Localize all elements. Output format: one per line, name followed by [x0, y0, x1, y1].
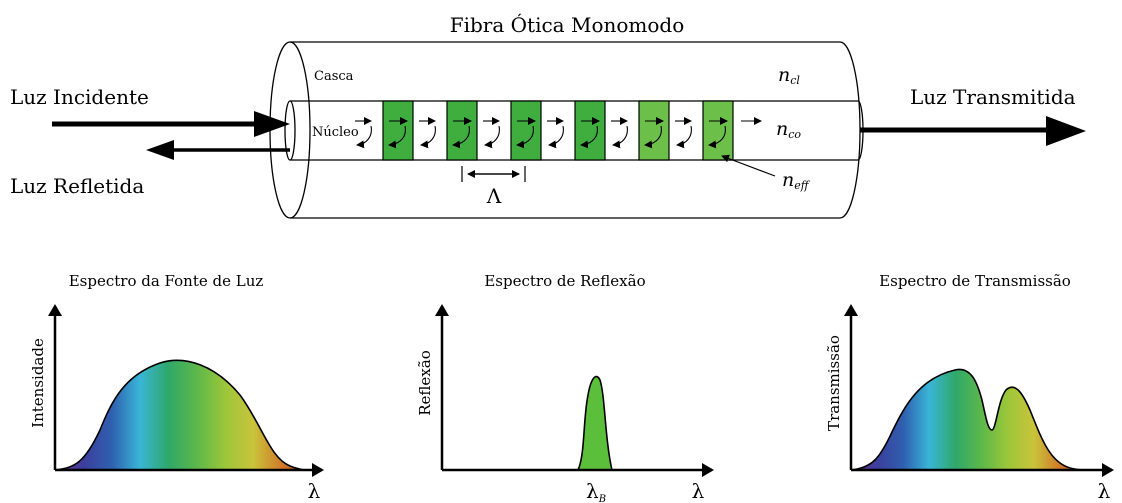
cladding-label: Casca — [314, 69, 354, 84]
gap-reflected-arrow — [612, 125, 628, 149]
light-arrows: Luz Incidente Luz Refletida Luz Transmit… — [10, 85, 1086, 198]
reflected-wave-arrow — [452, 125, 470, 149]
reflected-wave-arrow — [708, 125, 726, 149]
grating-element — [638, 100, 670, 161]
incident-light-label: Luz Incidente — [10, 85, 149, 109]
transmission-x-label: λ — [1098, 479, 1111, 503]
n-eff-label: neff — [782, 169, 811, 192]
source-spectrum-title: Espectro da Fonte de Luz — [69, 272, 264, 290]
transmission-spectrum-panel: Espectro de Transmissão Transmissão λ — [825, 272, 1114, 503]
n-cl-sub: cl — [790, 74, 800, 87]
n-cl-label: ncl — [778, 64, 800, 87]
n-eff-sub: eff — [794, 179, 811, 192]
n-cl-base: n — [778, 64, 790, 86]
transmitted-light-label: Luz Transmitida — [910, 85, 1076, 109]
n-eff-base: n — [782, 169, 794, 191]
transmission-spectrum-curve — [850, 368, 1087, 471]
gap-reflected-arrow — [420, 125, 436, 149]
core-outline — [290, 100, 858, 161]
period-marker — [461, 166, 526, 182]
grating-element — [702, 100, 734, 161]
source-spectrum-curve — [54, 359, 311, 471]
n-eff-pointer-arrow — [721, 154, 776, 177]
reflection-spectrum-panel: Espectro de Reflexão Reflexão λ λB — [416, 272, 714, 503]
reflection-x-label: λ — [692, 479, 705, 503]
grating-element — [510, 100, 542, 161]
n-co-sub: co — [788, 128, 801, 141]
source-y-label: Intensidade — [29, 338, 47, 428]
reflection-spectrum-title: Espectro de Reflexão — [484, 272, 645, 290]
incident-arrow-head — [254, 111, 290, 137]
cladding-outline — [290, 41, 840, 219]
grating-element — [382, 100, 414, 161]
gap-reflected-arrow — [484, 125, 500, 149]
core-label: Núcleo — [312, 125, 359, 140]
period-label: Λ — [486, 184, 502, 208]
bragg-grating — [355, 100, 762, 161]
gap-reflected-arrow — [356, 125, 372, 149]
reflected-arrow-head — [146, 140, 174, 160]
gap-reflected-arrow — [548, 125, 564, 149]
source-x-label: λ — [308, 479, 321, 503]
bragg-wavelength-base: λ — [586, 479, 599, 503]
reflected-wave-arrow — [516, 125, 534, 149]
reflected-wave-arrow — [580, 125, 598, 149]
source-spectrum-panel: Espectro da Fonte de Luz Intensidade λ — [29, 272, 324, 503]
transmission-y-label: Transmissão — [825, 335, 843, 431]
n-co-base: n — [776, 118, 788, 140]
grating-element — [574, 100, 606, 161]
fiber-group: Fibra Ótica Monomodo Casca Núcleo ncl nc… — [269, 12, 864, 219]
bragg-wavelength-sub: B — [598, 494, 606, 503]
reflected-wave-arrow — [388, 125, 406, 149]
cladding-right-end — [839, 41, 861, 219]
reflected-wave-arrow — [644, 125, 662, 149]
fiber-title: Fibra Ótica Monomodo — [450, 12, 685, 37]
n-co-label: nco — [776, 118, 801, 141]
reflection-peak-curve — [576, 375, 614, 471]
transmitted-arrow-head — [1046, 116, 1086, 146]
reflection-y-label: Reflexão — [416, 350, 434, 416]
bragg-wavelength-label: λB — [586, 479, 606, 503]
gap-reflected-arrow — [676, 125, 692, 149]
transmission-spectrum-title: Espectro de Transmissão — [879, 272, 1071, 290]
core-left-end — [284, 100, 296, 161]
grating-element — [446, 100, 478, 161]
reflected-light-label: Luz Refletida — [10, 174, 144, 198]
